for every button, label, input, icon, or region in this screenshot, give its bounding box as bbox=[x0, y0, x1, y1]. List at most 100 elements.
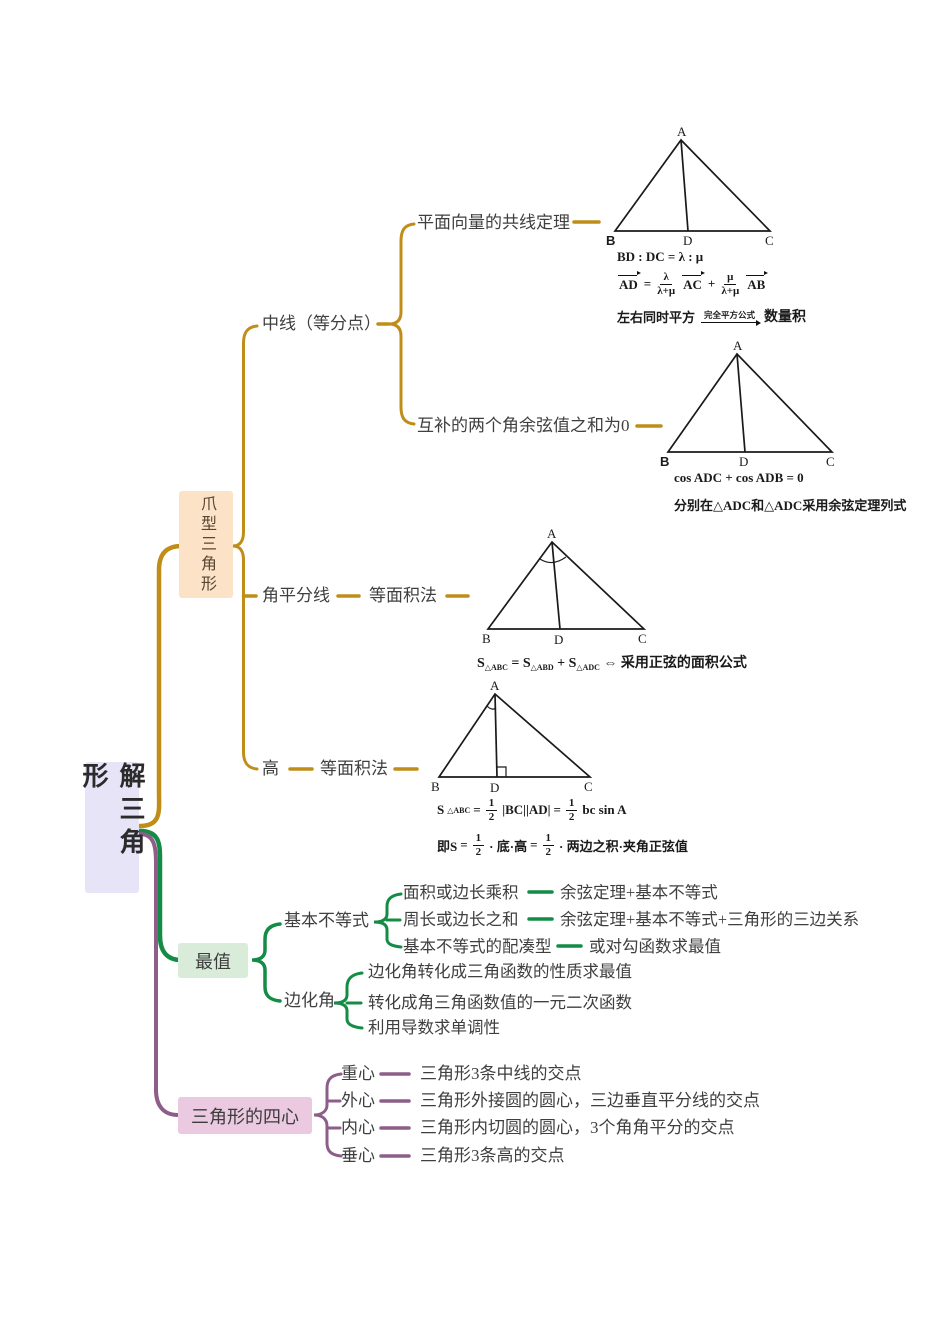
desc-orthocenter: 三角形3条高的交点 bbox=[420, 1146, 565, 1165]
desc-incenter: 三角形内切圆的圆心，3个角角平分的交点 bbox=[420, 1118, 735, 1137]
topic-four-centers: 三角形的四心 bbox=[178, 1097, 312, 1134]
root-topic: 解三角形 bbox=[79, 762, 145, 893]
topic-pairing-method: 或对勾函数求最值 bbox=[589, 937, 721, 956]
t1-label-a: A bbox=[677, 124, 687, 139]
s-symbol: S bbox=[437, 802, 445, 818]
desc-centroid: 三角形3条中线的交点 bbox=[420, 1064, 582, 1083]
formula-square-both-sides: 左右同时平方 完全平方公式 数量积 bbox=[617, 306, 807, 327]
brace-centers-children bbox=[313, 1072, 343, 1158]
t2-label-b: B bbox=[660, 454, 669, 469]
topic-median: 中线（等分点） bbox=[262, 314, 381, 333]
formula-cosine-rule-note: 分别在△ADC和△ADC采用余弦定理列式 bbox=[674, 495, 906, 514]
branch-line-root-centers bbox=[138, 832, 180, 1117]
triangle-height-figure bbox=[437, 692, 593, 778]
topic-equal-area-method-2: 等面积法 bbox=[320, 759, 388, 778]
desc-circumcenter: 三角形外接圆的圆心，三边垂直平分线的交点 bbox=[420, 1091, 760, 1110]
ji-s-text: 即S bbox=[437, 838, 458, 854]
topic-max-min: 最值 bbox=[178, 943, 248, 978]
cosine-rule-note-text: 分别在△ADC和△ADC采用余弦定理列式 bbox=[674, 498, 907, 513]
brace-inequality-children bbox=[373, 892, 403, 949]
topic-centroid: 重心 bbox=[341, 1064, 375, 1083]
topic-equal-area-method-1: 等面积法 bbox=[369, 586, 437, 605]
vector-ab: AB bbox=[745, 271, 769, 293]
formula-bd-dc-text: BD : DC = λ : μ bbox=[617, 249, 704, 264]
fraction-half-1: 1 2 bbox=[485, 797, 498, 823]
sub-abc: △ABC bbox=[484, 663, 508, 672]
plus-sign: + bbox=[707, 276, 716, 292]
topic-perimeter-method: 余弦定理+基本不等式+三角形的三边关系 bbox=[560, 910, 860, 929]
triangle-median-vector-figure bbox=[613, 138, 773, 232]
vector-ad: AD bbox=[617, 271, 641, 293]
formula-cos-adc-adb: cos ADC + cos ADB = 0 bbox=[674, 470, 906, 486]
topic-area-method: 余弦定理+基本不等式 bbox=[560, 883, 718, 902]
formula-ad-decomposition: AD = λ λ+μ AC + μ λ+μ AB bbox=[617, 271, 806, 297]
fraction-lambda: λ λ+μ bbox=[657, 271, 676, 297]
formula-s-base-height: 即S = 1 2 · 底·高 = 1 2 · 两边之积·夹角正弦值 bbox=[437, 832, 688, 858]
base-height-text: · 底·高 bbox=[489, 838, 528, 854]
fraction-half-2: 1 2 bbox=[565, 797, 578, 823]
topic-supplementary-cosine-sum: 互补的两个角余弦值之和为0 bbox=[417, 416, 630, 435]
t3-label-d: D bbox=[554, 632, 563, 647]
vector-ac: AC bbox=[681, 271, 705, 293]
triangle-cosine-figure bbox=[666, 352, 835, 453]
s-symbol-1: S bbox=[477, 656, 485, 671]
t4-label-b: B bbox=[431, 779, 440, 794]
topic-circumcenter: 外心 bbox=[341, 1091, 375, 1110]
brace-median-children bbox=[388, 222, 416, 426]
formula-bisector-area: S△ABC = S△ABD + S△ADC ⇔ 采用正弦的面积公式 bbox=[477, 652, 747, 672]
sides-product-sine-text: · 两边之积·夹角正弦值 bbox=[559, 838, 688, 854]
t1-label-c: C bbox=[765, 233, 774, 248]
cos-equation-text: cos ADC + cos ADB = 0 bbox=[674, 470, 804, 485]
sub-adc: △ADC bbox=[576, 663, 600, 672]
bc-ad-text: |BC||AD| bbox=[502, 802, 551, 818]
topic-vector-collinear-theorem: 平面向量的共线定理 bbox=[417, 213, 570, 232]
t2-label-a: A bbox=[733, 338, 743, 353]
equals-2: = bbox=[553, 802, 561, 818]
formula-bd-dc: BD : DC = λ : μ bbox=[617, 249, 806, 265]
t3-label-a: A bbox=[547, 526, 557, 541]
fraction-half-4: 1 2 bbox=[542, 832, 554, 858]
topic-orthocenter: 垂心 bbox=[341, 1146, 375, 1165]
t4-label-a: A bbox=[490, 678, 500, 693]
topic-perimeter-or-sum: 周长或边长之和 bbox=[403, 910, 519, 929]
topic-height: 高 bbox=[262, 759, 279, 778]
topic-angle-item-1: 边化角转化成三角函数的性质求最值 bbox=[368, 962, 632, 981]
topic-angle-bisector: 角平分线 bbox=[262, 586, 330, 605]
bc-sina-text: bc sin A bbox=[582, 802, 627, 818]
topic-side-to-angle: 边化角 bbox=[284, 991, 335, 1010]
sub-abc-2: △ABC bbox=[447, 806, 471, 816]
formula-cosine-sum: cos ADC + cos ADB = 0 分别在△ADC和△ADC采用余弦定理… bbox=[674, 470, 906, 514]
formula-height-area: S△ABC = 1 2 |BC||AD| = 1 2 bc sin A 即S =… bbox=[437, 797, 688, 859]
t3-label-c: C bbox=[638, 631, 647, 646]
brace-claw-children bbox=[232, 324, 259, 771]
brace-angle-children bbox=[333, 971, 364, 1030]
branch-line-root-claw bbox=[137, 543, 185, 829]
topic-angle-item-3: 利用导数求单调性 bbox=[368, 1018, 500, 1037]
sine-area-note: ⇔ 采用正弦的面积公式 bbox=[603, 656, 747, 671]
fraction-mu: μ λ+μ bbox=[721, 271, 740, 297]
branch-line-root-max bbox=[137, 828, 184, 963]
t2-label-c: C bbox=[826, 454, 835, 469]
t4-label-c: C bbox=[584, 779, 593, 794]
fraction-half-3: 1 2 bbox=[472, 832, 485, 858]
equals-sign: = bbox=[643, 276, 652, 292]
topic-angle-item-2: 转化成角三角函数值的一元二次函数 bbox=[368, 993, 632, 1012]
dot-product-text: 数量积 bbox=[764, 310, 807, 326]
formula-median-vector: BD : DC = λ : μ AD = λ λ+μ AC + μ λ+μ AB… bbox=[617, 249, 807, 327]
topic-incenter: 内心 bbox=[341, 1118, 375, 1137]
t4-label-d: D bbox=[490, 780, 499, 795]
equals-s-2: = S bbox=[511, 656, 531, 671]
t2-label-d: D bbox=[739, 454, 748, 469]
topic-basic-inequality: 基本不等式 bbox=[284, 911, 369, 930]
plus-s-3: + S bbox=[557, 656, 577, 671]
brace-max-children bbox=[251, 922, 282, 1003]
t1-label-d: D bbox=[683, 233, 692, 248]
topic-claw-triangle: 爪型三角形 bbox=[179, 491, 233, 598]
t1-label-b: B bbox=[606, 233, 615, 248]
equals: = bbox=[473, 802, 481, 818]
topic-area-or-product: 面积或边长乘积 bbox=[403, 883, 519, 902]
equals-3: = bbox=[460, 837, 468, 853]
t3-label-b: B bbox=[482, 631, 491, 646]
